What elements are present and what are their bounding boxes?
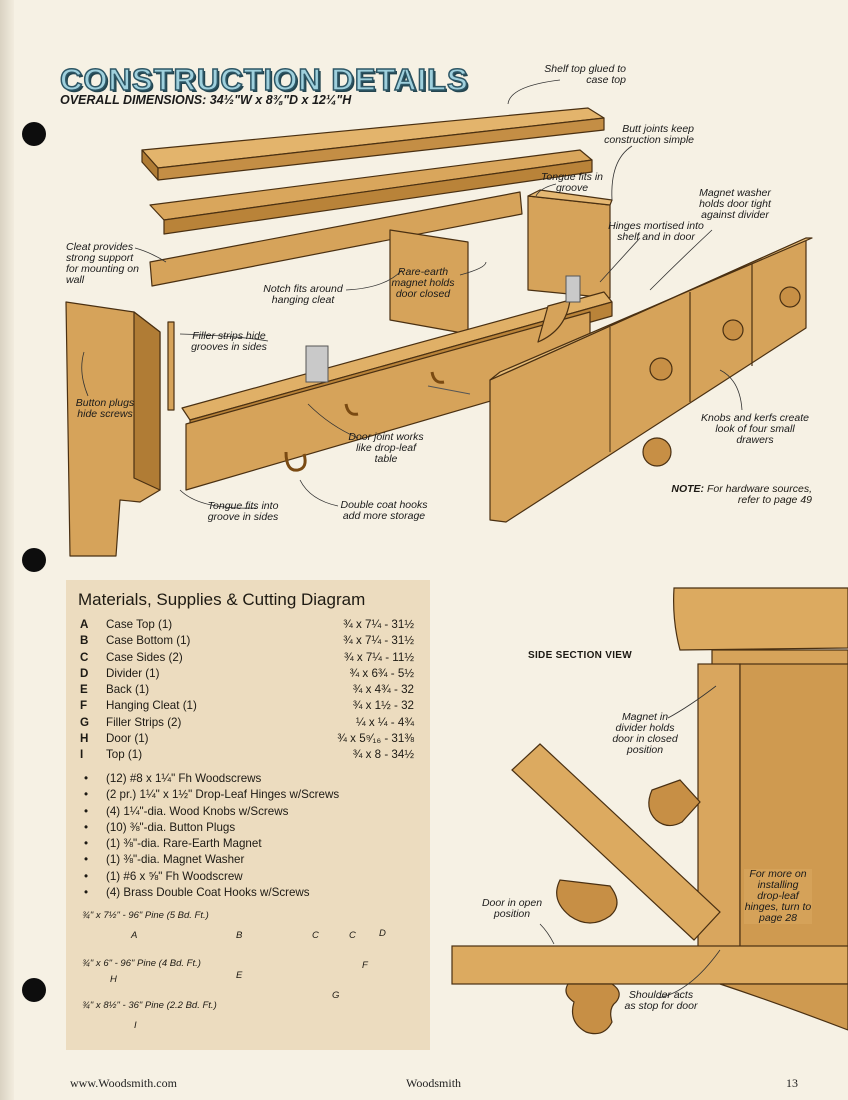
board-label-c2: C bbox=[349, 930, 356, 941]
coat-hook bbox=[284, 451, 307, 472]
supply-item: •(12) #8 x 1¼" Fh Woodscrews bbox=[84, 772, 262, 785]
callout-section-magnet: Magnet in divider holds door in closed p… bbox=[612, 711, 678, 756]
board-caption-1: ¾" x 7½" - 96" Pine (5 Bd. Ft.) bbox=[82, 910, 209, 921]
callout-hinges: Hinges mortised into shelf and in door bbox=[608, 220, 704, 243]
callout-knobs: Knobs and kerfs create look of four smal… bbox=[701, 412, 809, 446]
hinge-hardware bbox=[305, 345, 329, 383]
supplies-list: •(12) #8 x 1¼" Fh Woodscrews •(2 pr.) 1¼… bbox=[80, 772, 420, 902]
board-label-g: G bbox=[332, 990, 340, 1001]
callout-tongue-sides: Tongue fits into groove in sides bbox=[207, 500, 279, 523]
callout-rare-earth: Rare-earth magnet holds door closed bbox=[391, 266, 455, 300]
supply-item: •(10) ⅜"-dia. Button Plugs bbox=[84, 820, 236, 834]
binder-hole-middle bbox=[22, 548, 46, 572]
board-label-h: H bbox=[110, 974, 117, 985]
footer-url[interactable]: www.Woodsmith.com bbox=[70, 1076, 177, 1090]
supply-item: •(2 pr.) 1¼" x 1½" Drop-Leaf Hinges w/Sc… bbox=[84, 788, 340, 802]
callout-coat-hooks: Double coat hooks add more storage bbox=[340, 499, 428, 522]
callout-notch: Notch fits around hanging cleat bbox=[263, 283, 343, 306]
supply-item: •(1) ⅜"-dia. Magnet Washer bbox=[84, 853, 245, 867]
board-caption-3: ¾" x 8½" - 36" Pine (2.2 Bd. Ft.) bbox=[82, 1000, 217, 1011]
filler-strip bbox=[167, 321, 175, 411]
overall-dimensions: OVERALL DIMENSIONS: 34½"W x 8⅜"D x 12¼"H bbox=[60, 93, 352, 107]
board-label-a: A bbox=[131, 930, 138, 941]
footer-magazine-name: Woodsmith bbox=[406, 1076, 462, 1090]
page-title: CONSTRUCTION DETAILS bbox=[59, 61, 469, 98]
callout-filler: Filler strips hide grooves in sides bbox=[191, 330, 267, 353]
callout-magnet-washer: Magnet washer holds door tight against d… bbox=[699, 187, 771, 221]
hardware-note: NOTE: For hardware sources, refer to pag… bbox=[671, 483, 812, 506]
side-section-title: SIDE SECTION VIEW bbox=[528, 650, 633, 661]
section-door-open bbox=[511, 743, 721, 941]
callout-button-plugs: Button plugs hide screws bbox=[75, 397, 135, 420]
binder-hole-bottom bbox=[22, 978, 46, 1002]
supply-item: •(4) Brass Double Coat Hooks w/Screws bbox=[84, 886, 310, 900]
page-binding-edge bbox=[0, 0, 14, 1100]
supply-item: •(1) #6 x ⅝" Fh Woodscrew bbox=[84, 869, 243, 883]
board-label-b: B bbox=[236, 930, 243, 941]
board-label-i: I bbox=[134, 1020, 137, 1031]
section-case-bottom bbox=[451, 945, 848, 985]
callout-shelf-top: Shelf top glued to case top bbox=[544, 63, 626, 86]
supply-item: •(4) 1¼"-dia. Wood Knobs w/Screws bbox=[84, 804, 289, 818]
board-label-e: E bbox=[236, 970, 243, 981]
binder-hole-top bbox=[22, 122, 46, 146]
callout-door-joint: Door joint works like drop-leaf table bbox=[348, 431, 424, 465]
hanging-cleat bbox=[149, 191, 523, 287]
board-caption-2: ¾" x 6" - 96" Pine (4 Bd. Ft.) bbox=[82, 958, 201, 969]
materials-title: Materials, Supplies & Cutting Diagram bbox=[78, 590, 366, 609]
page-number: 13 bbox=[786, 1076, 798, 1090]
callout-more-info: For more on installing drop-leaf hinges,… bbox=[744, 868, 812, 924]
callout-shoulder: Shoulder acts as stop for door bbox=[624, 989, 698, 1012]
section-shelf-top bbox=[673, 587, 848, 651]
supply-item: •(1) ⅜"-dia. Rare-Earth Magnet bbox=[84, 837, 262, 851]
board-label-f: F bbox=[362, 960, 368, 971]
callout-butt-joints: Butt joints keep construction simple bbox=[604, 123, 694, 146]
board-label-c1: C bbox=[312, 930, 319, 941]
board-label-d: D bbox=[379, 928, 386, 939]
callout-door-open: Door in open position bbox=[481, 897, 543, 920]
callout-cleat: Cleat provides strong support for mounti… bbox=[66, 241, 139, 286]
callout-tongue-groove: Tongue fits in groove bbox=[540, 171, 604, 194]
